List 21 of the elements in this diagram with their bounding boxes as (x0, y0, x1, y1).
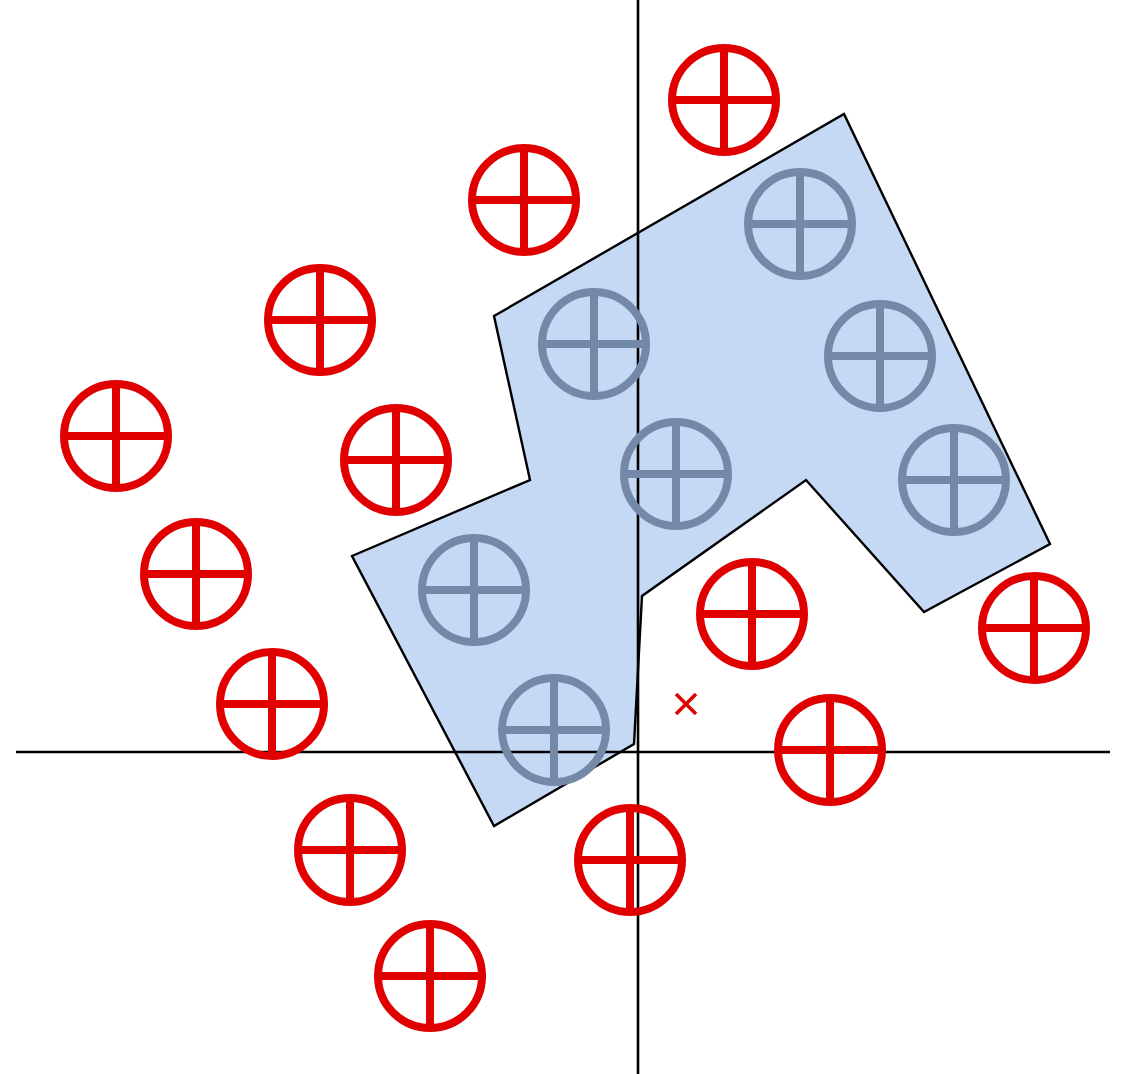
region-polygon (350, 112, 1052, 828)
positive-marker (264, 264, 376, 376)
positive-marker (824, 300, 936, 412)
positive-marker (294, 794, 406, 906)
positive-marker (898, 424, 1010, 536)
positive-marker (744, 168, 856, 280)
positive-marker (60, 380, 172, 492)
positive-marker (620, 418, 732, 530)
positive-marker (374, 920, 486, 1032)
positive-marker (340, 404, 452, 516)
positive-marker (574, 804, 686, 916)
positive-marker (978, 572, 1090, 684)
positive-marker (668, 44, 780, 156)
positive-marker (216, 648, 328, 760)
positive-marker (468, 144, 580, 256)
positive-marker (696, 558, 808, 670)
positive-marker (418, 534, 530, 646)
positive-marker (774, 694, 886, 806)
positive-marker (538, 288, 650, 400)
positive-marker (498, 674, 610, 786)
positive-marker (140, 518, 252, 630)
